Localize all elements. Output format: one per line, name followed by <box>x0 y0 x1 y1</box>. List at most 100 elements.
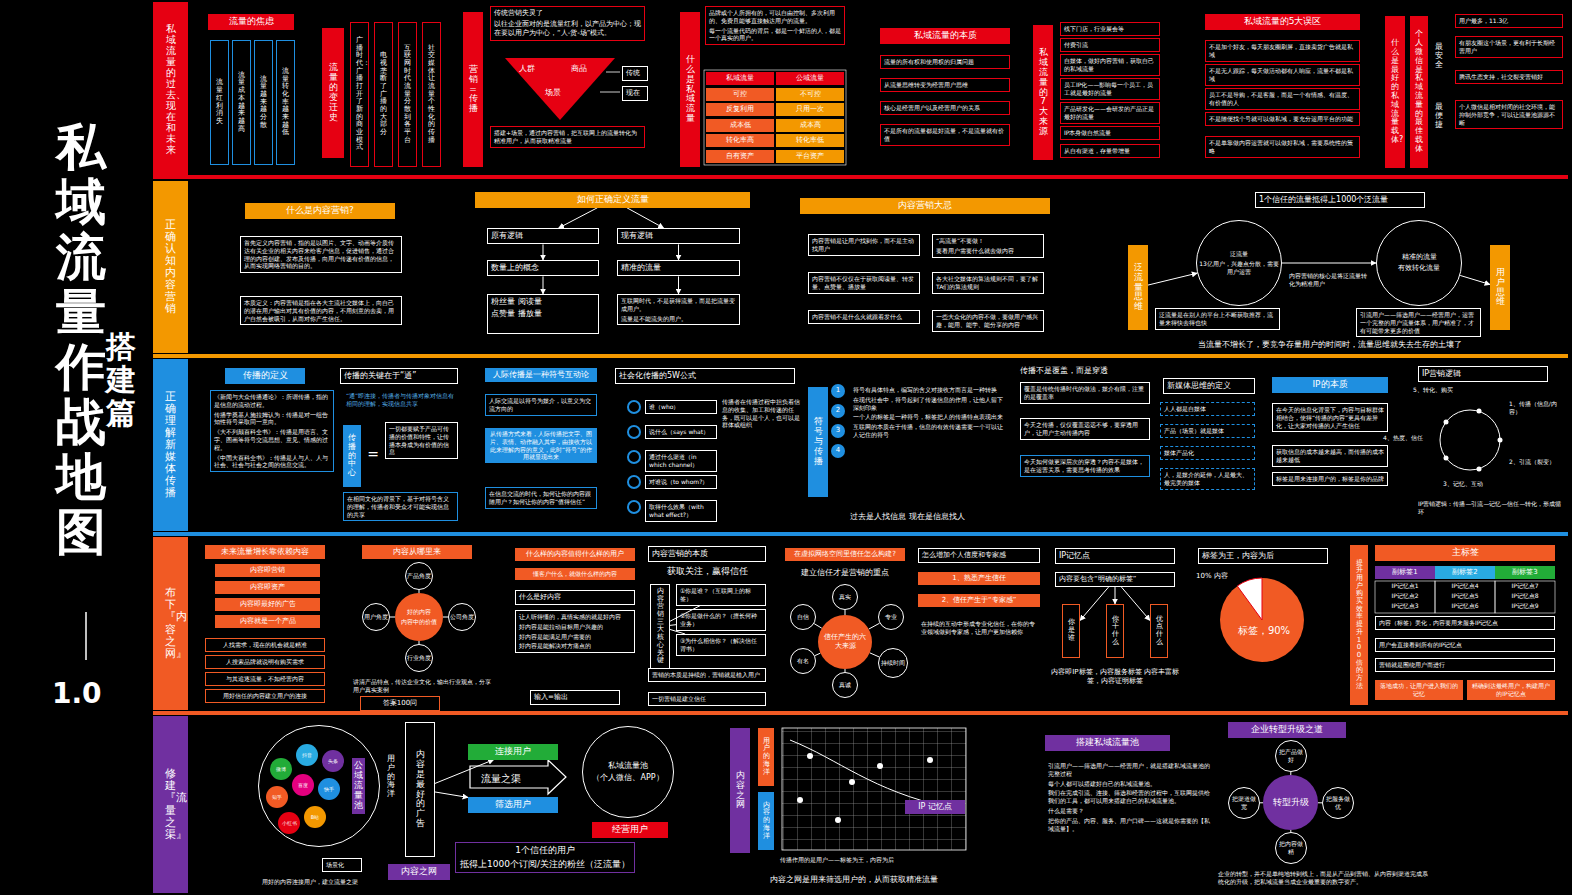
table-cell: 公域流量 <box>775 71 845 86</box>
decor-circle <box>831 404 845 418</box>
connector <box>869 623 880 629</box>
node-body-text: 什么是需要？ <box>1048 807 1212 815</box>
node-text: “高流量”不要做！ <box>936 237 1040 245</box>
node-body-text: 一个人的标签是一种符号，标签把人的传播特点表现出来 <box>853 413 1007 421</box>
node-text: 私域流量的5大误区 <box>1208 16 1357 28</box>
note-label: IP记忆点8 <box>1495 592 1555 600</box>
vertical-bar: 泛流量思维 <box>1128 245 1148 330</box>
table-cell: 转化率低 <box>775 133 845 148</box>
node-text: 在虚拟网络空间里信任怎么构建? <box>788 550 902 559</box>
text-box: 输入=输出 <box>530 690 620 705</box>
decor-circle <box>849 779 855 785</box>
node-text: 覆盖是传统传播时代的做法，媒介有限，注重的是覆盖率 <box>1024 385 1146 401</box>
node-text: 一切营销是建立信任 <box>652 695 762 703</box>
node-text: 从自有渠道，存量带增量 <box>1064 147 1156 155</box>
connector <box>1148 273 1197 285</box>
node-text: 企业转型升级之道 <box>1231 724 1343 736</box>
note-label: 获取关注，赢得信任 <box>648 566 766 578</box>
circle-node: 抖音 <box>296 744 318 766</box>
decor-rect <box>1435 581 1495 613</box>
vertical-bar: 正确认知内容营销 <box>153 181 188 353</box>
text-box: 营销的本质是持续的，营销就是植入用户 <box>648 668 766 682</box>
text-box: 人，是媒介的延伸，人是最大、最完美的媒体 <box>1160 468 1255 490</box>
node-body-text: 以往企业面对的是流量红利，以产品为中心；现在要以用户为中心，“人-货-场”模式。 <box>494 20 641 38</box>
note-label: 3 <box>832 426 844 435</box>
node-text: 在相同文化的背景下，基于对符号含义的理解，传播者和受众才可能实现信息的共享 <box>347 495 454 518</box>
node-text: 在持续的互动中形成专业化信任，在你的专业领域做到专家感，让用户更加信赖你 <box>921 620 1037 636</box>
node-text: 讲清产品特点，传达企业文化，输出行业观点，分享用户真实案例 <box>353 678 492 694</box>
text-box: 怎么增加个人信度和专家感 <box>918 548 1040 563</box>
node-text: 自信 <box>797 613 809 621</box>
circle-node: 精准的流量有效转化流量 <box>1376 220 1462 306</box>
node-text: 内容营销是让用户找到你，而不是主动找用户 <box>812 237 916 253</box>
node-text: 人找需求，现在的机会就是精准 <box>209 641 321 649</box>
number-dots <box>831 384 845 458</box>
text-box: 员工不是导购，不是客服，而是一个有情感、有温度、有价值的人 <box>1205 88 1360 110</box>
node-text: 什么是最好的私域流量载体? <box>1391 39 1399 145</box>
text-box: 新媒体思维的定义 <box>1163 378 1255 394</box>
decor-line <box>153 354 1568 358</box>
text-box: 首先定义内容营销，指的是以图片、文字、动画等介质传达有关企业的相关内容来给客户信… <box>240 236 402 273</box>
node-text: 内容（标签）美化，内容要用来服务IP记忆点 <box>1379 619 1551 627</box>
circle-node: 小红书 <box>278 812 300 834</box>
text-box: 一切都要赋予产品可传播的价值和特性，让传播本身成为有价值的信息 <box>385 422 458 459</box>
text-box: 内容营销的本质 <box>648 546 766 562</box>
table-cell: 反复利用 <box>705 102 775 117</box>
node-text: 场景化 <box>326 861 358 869</box>
text-block: 讲清产品特点，传达企业文化，输出行业观点，分享用户真实案例 <box>350 676 495 696</box>
node-text: 现在 <box>626 89 644 98</box>
text-box: 现在 <box>622 86 648 101</box>
node-text: 自媒体，做好内容营销，获取自己的私域流量 <box>1064 57 1156 73</box>
node-text: 转型升级 <box>1273 797 1309 809</box>
node-text: 传播的关键在于“通” <box>344 371 454 381</box>
node-text: 2、引流（裂变） <box>1509 458 1563 466</box>
text-box: 现有逻辑 <box>617 228 740 244</box>
heading-box: 私域流量的本质 <box>880 28 1010 44</box>
node-text: IP的本质 <box>1275 379 1385 391</box>
decor-circle <box>1477 467 1482 472</box>
text-box: 不是随便找个号就可以做私域，要充分运用平台的功能 <box>1205 112 1360 126</box>
decor-rect <box>782 728 966 850</box>
node-text: 精准的流量 <box>621 263 736 273</box>
node-text: 答案100问 <box>364 699 436 708</box>
node-text: 搭建私域流量池 <box>1048 737 1167 749</box>
node-text: 流量红利消失 <box>216 79 223 125</box>
text-box: 通过什么渠道（in which channel） <box>645 450 717 472</box>
text-box: 用户最多，11.3亿 <box>1455 14 1563 28</box>
heading-box: 内容之网 <box>388 864 450 880</box>
text-block: 2、引流（裂变） <box>1506 456 1566 468</box>
note-label: IP记忆点3 <box>1375 602 1435 610</box>
node-text: B站 <box>311 814 319 821</box>
node-text: 修建『流量之渠』 <box>165 768 176 841</box>
node-text: 内容营销的本质 <box>652 549 762 559</box>
node-text: 用户会直接看到所有的IP记忆点 <box>1379 641 1551 649</box>
node-text: 小红书 <box>282 820 297 827</box>
content-net <box>782 728 966 850</box>
connector <box>678 276 679 294</box>
circle-node: 好的内容内容中的价值 <box>395 593 443 641</box>
text-box: 人找需求，现在的机会就是精准 <box>205 638 325 652</box>
node-text: 1个信任的流量抵得上1000个泛流量 <box>1259 195 1421 205</box>
node-text: 副标签2 <box>1438 568 1492 577</box>
node-text: 连接用户 <box>471 746 555 758</box>
node-body-text: 传播学奠基人施拉姆认为：传播是对一组告知性符号采取同一意向。 <box>214 411 330 427</box>
node-text: 把内容做精 <box>1277 840 1305 856</box>
text-box: 内容（标签）美化，内容要用来服务IP记忆点 <box>1375 616 1555 630</box>
node-text: 电视垄断了广播的大部分 <box>380 52 387 137</box>
circle-node: 公司角度 <box>448 603 476 631</box>
text-box: 营销就是围绕用户而进行 <box>1375 658 1555 672</box>
vertical-bar: 个人微信是私域流量的最佳载体 <box>1410 16 1428 168</box>
node-text: 内容从哪里来 <box>365 547 469 557</box>
decor-circle <box>1477 409 1482 414</box>
node-text: 核心是经营用户以及经营用户的关系 <box>884 104 1006 112</box>
circle-node: 微博 <box>270 758 292 780</box>
note-label: IP记忆点2 <box>1375 592 1435 600</box>
node-text: 内容营销大忌 <box>803 200 1047 212</box>
node-text: 懂客户什么，就做什么样的内容 <box>518 570 632 578</box>
text-box: 核心是经营用户以及经营用户的关系 <box>880 101 1010 115</box>
pie-chart <box>1220 578 1304 662</box>
node-text: 私域流量的过去、现在和未来 <box>166 23 176 155</box>
text-block: 在持续的互动中形成专业化信任，在你的专业领域做到专家感，让用户更加信赖你 <box>918 618 1040 638</box>
table-cell: 成本低 <box>705 118 775 133</box>
text-box: 不是所有的流量都是好流量，不是流量就有价值 <box>880 124 1010 146</box>
